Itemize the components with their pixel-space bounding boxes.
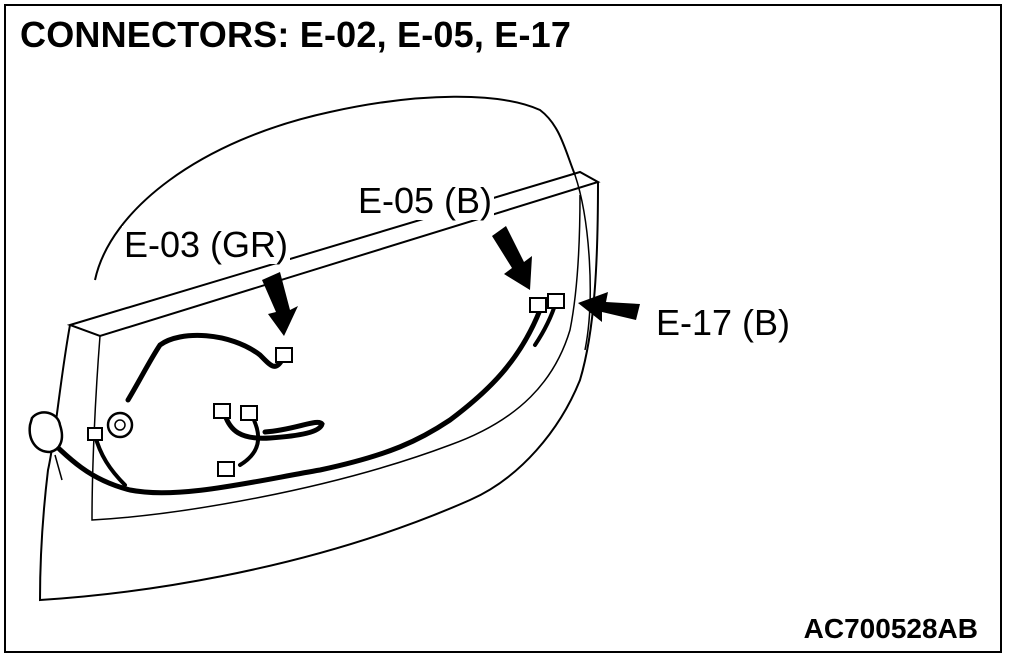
label-e03: E-03 (GR) xyxy=(122,224,291,265)
label-e05: E-05 (B) xyxy=(356,180,495,221)
arrow-e03 xyxy=(262,272,298,336)
connector-e17 xyxy=(547,293,565,309)
connector-mid-3 xyxy=(217,461,235,477)
connector-mid-1 xyxy=(213,403,231,419)
connector-e05 xyxy=(529,297,547,313)
connector-mid-2 xyxy=(240,405,258,421)
door-rear-edge xyxy=(574,174,591,351)
door-inner-panel xyxy=(38,181,599,602)
connector-e03 xyxy=(275,347,293,363)
harness-upper-loop xyxy=(125,332,285,403)
arrow-e05 xyxy=(492,226,532,290)
connector-left xyxy=(87,427,103,441)
label-e17: E-17 (B) xyxy=(654,302,793,343)
harness-lower-loop xyxy=(222,412,325,441)
page-title: CONNECTORS: E-02, E-05, E-17 xyxy=(20,14,572,55)
door-grommet xyxy=(28,411,64,454)
diagram-frame xyxy=(4,4,1002,653)
door-frame-outline xyxy=(94,95,576,281)
figure-code: AC700528AB xyxy=(803,613,978,644)
harness-main xyxy=(37,307,543,496)
arrow-e17 xyxy=(578,292,640,322)
